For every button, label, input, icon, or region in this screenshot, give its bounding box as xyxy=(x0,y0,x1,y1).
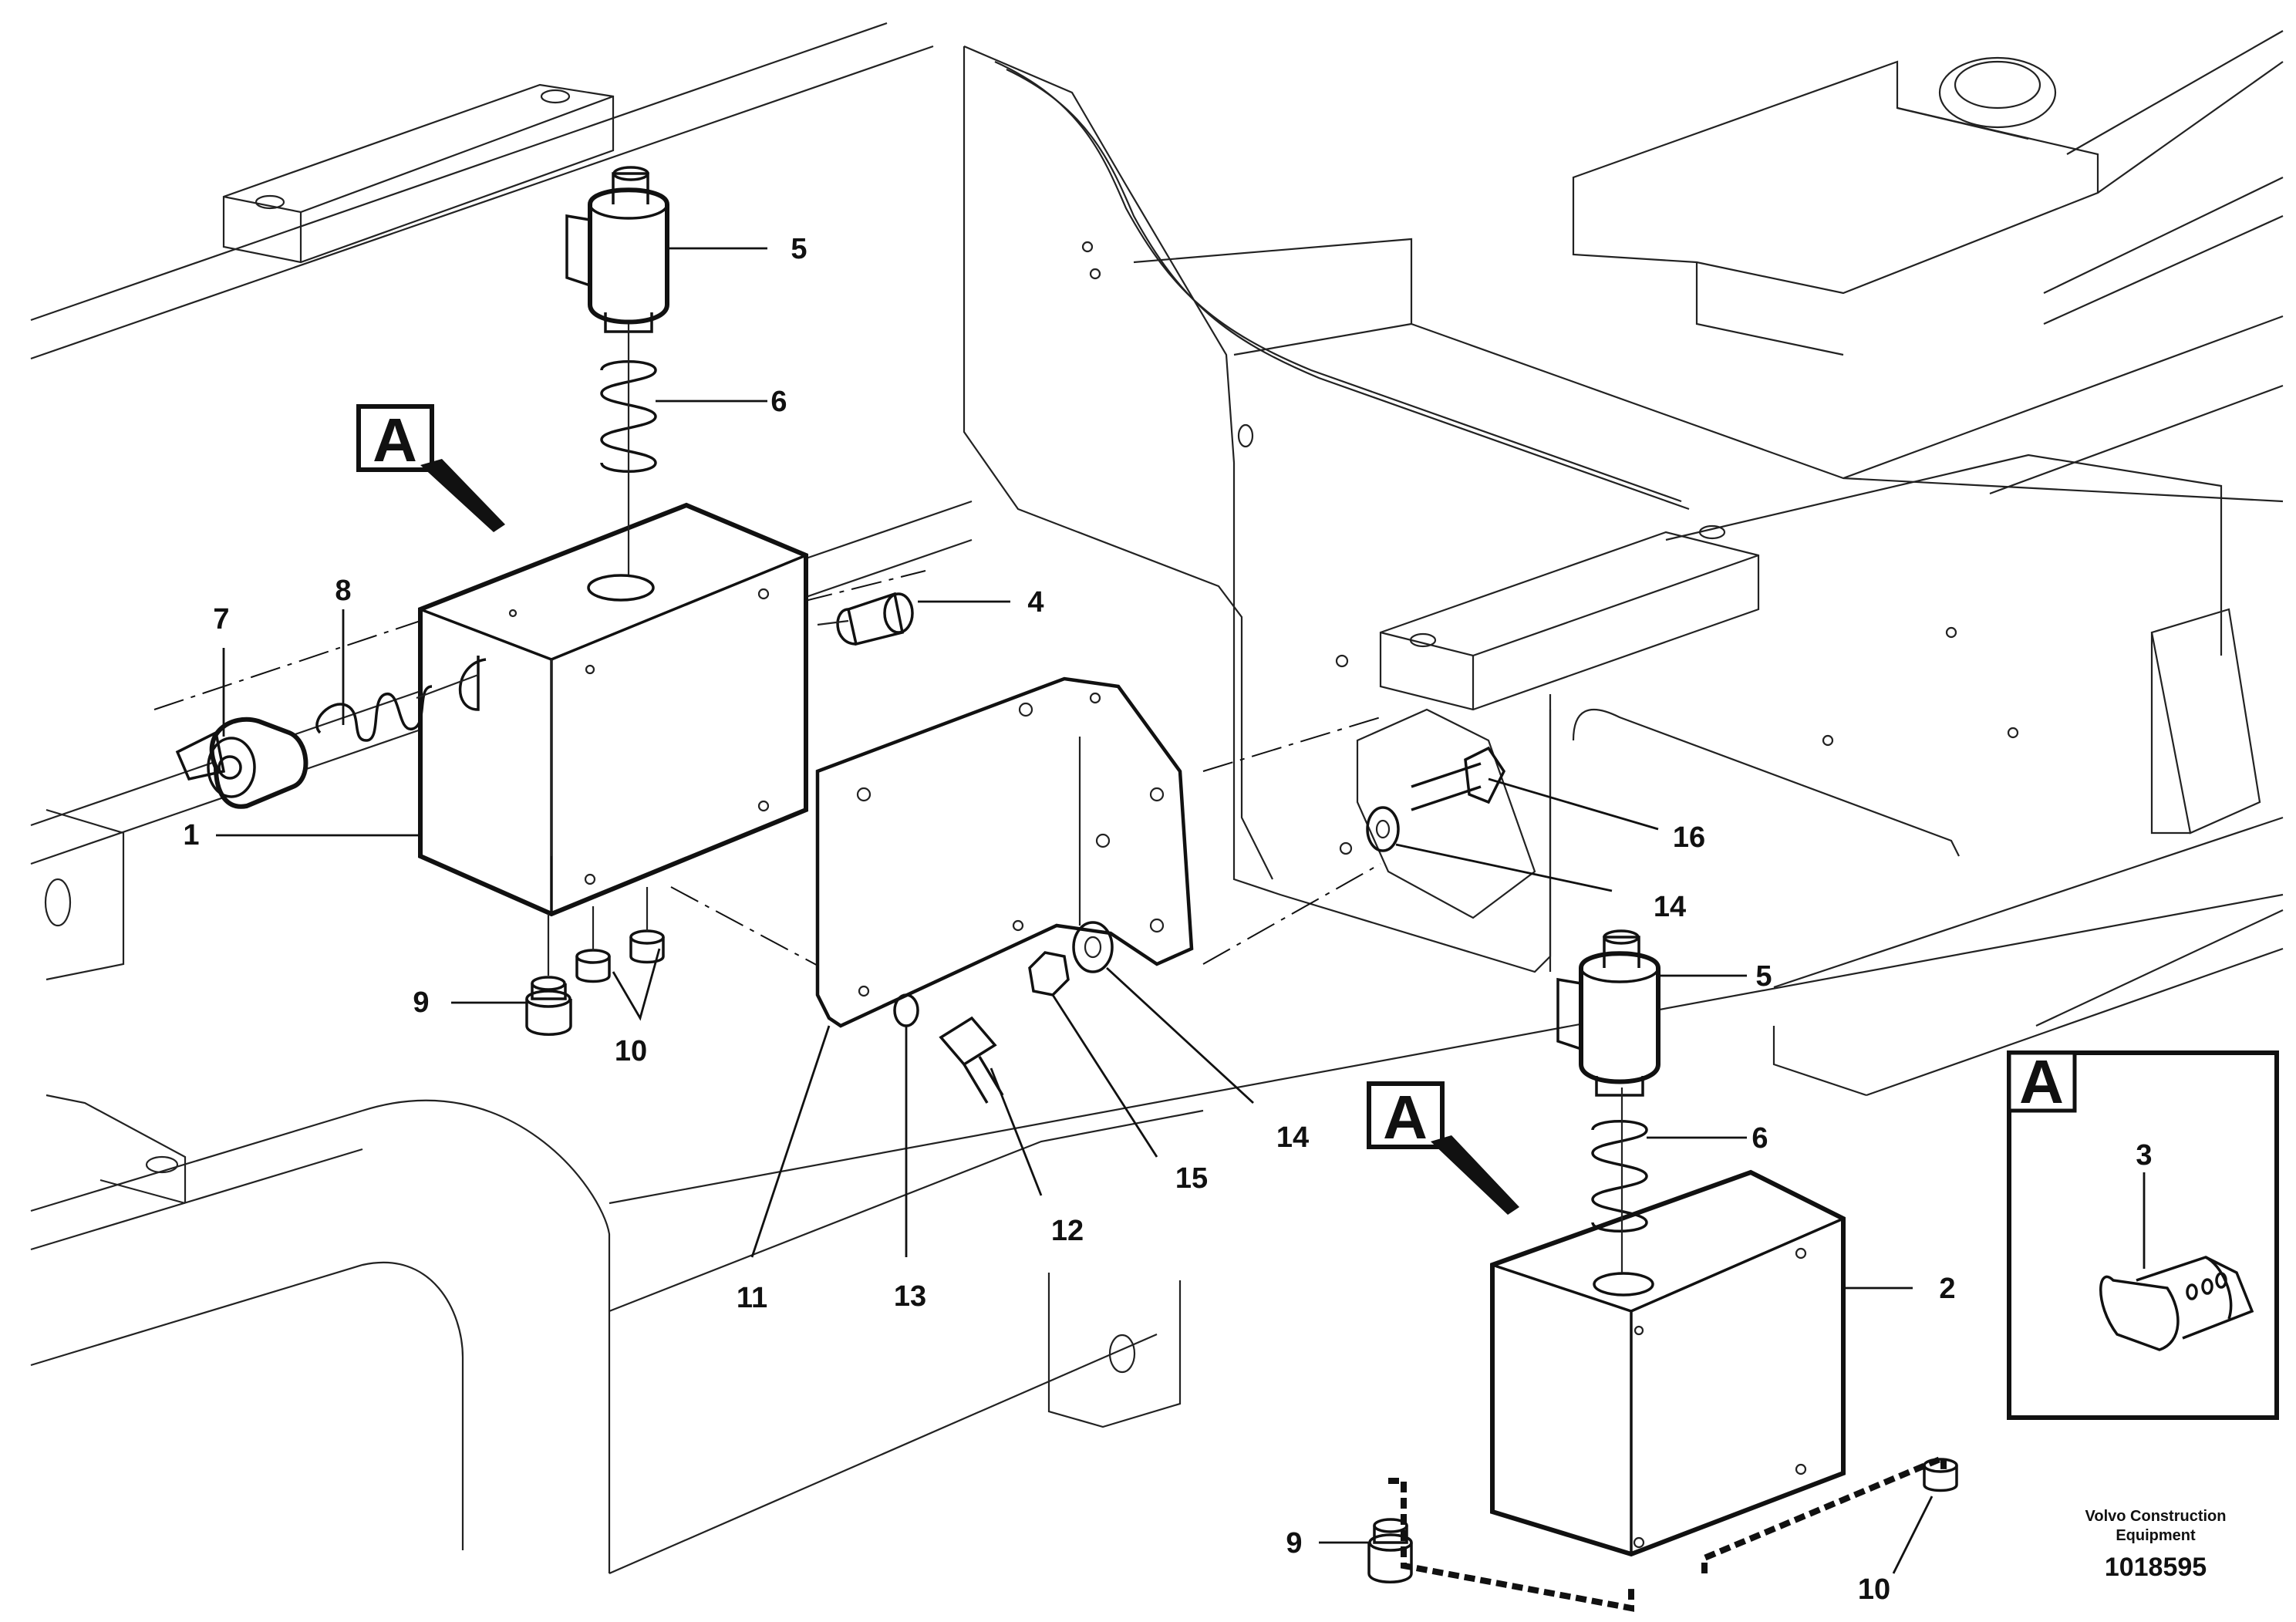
valve-block-2 xyxy=(1490,1169,1846,1557)
item-number-9-left: 9 xyxy=(413,986,429,1019)
credit-line-2: Equipment xyxy=(2116,1527,2196,1544)
valve-block-1 xyxy=(418,502,808,917)
view-callout-main: A xyxy=(356,404,505,532)
callout-label-second: A xyxy=(1383,1083,1428,1152)
detail-view-A: A xyxy=(2007,1047,2279,1420)
item-number-10-bottom: 10 xyxy=(1858,1573,1890,1606)
item-number-10-left: 10 xyxy=(615,1035,647,1067)
item-number-5-bottom: 5 xyxy=(1755,960,1772,993)
credit-line-1: Volvo Construction xyxy=(2085,1508,2227,1525)
detail-box-label: A xyxy=(2019,1047,2064,1116)
relief-cartridge-3 xyxy=(2099,1172,2254,1351)
spring-left xyxy=(315,673,479,742)
item-number-3: 3 xyxy=(2136,1139,2152,1172)
view-callout-second: A xyxy=(1367,1081,1519,1215)
item-number-7: 7 xyxy=(213,603,229,636)
item-number-6-top: 6 xyxy=(770,386,787,418)
item-number-1: 1 xyxy=(183,819,199,851)
spring-top xyxy=(600,324,657,575)
item-number-12: 12 xyxy=(1051,1215,1084,1247)
bracket-plate-11 xyxy=(815,676,1194,1028)
plugs-near-block-2 xyxy=(1367,1458,1958,1583)
item-number-4: 4 xyxy=(1027,586,1043,619)
item-number-9-bottom: 9 xyxy=(1286,1527,1302,1560)
item-number-6-bottom: 6 xyxy=(1752,1122,1768,1155)
drawing-credit: Volvo Construction Equipment 1018595 xyxy=(2085,1508,2227,1582)
dashed-outline-block-2 xyxy=(1388,1452,1947,1612)
fitting-4 xyxy=(817,592,914,646)
fastener-set-frame xyxy=(1356,708,1536,919)
item-number-14-plate: 14 xyxy=(1276,1121,1309,1154)
spring-bottom xyxy=(1591,1088,1648,1273)
item-number-15: 15 xyxy=(1175,1162,1208,1195)
solenoid-coil-bottom xyxy=(1556,929,1660,1097)
item-number-14-frame: 14 xyxy=(1654,891,1686,923)
callout-label-main: A xyxy=(373,406,417,474)
machine-frame-background xyxy=(30,22,2284,1575)
item-number-11: 11 xyxy=(737,1282,767,1314)
drawing-number: 1018595 xyxy=(2105,1553,2207,1582)
item-number-8: 8 xyxy=(335,575,351,607)
item-number-16: 16 xyxy=(1673,821,1705,854)
solenoid-cap-left xyxy=(175,717,308,809)
item-number-2: 2 xyxy=(1939,1273,1955,1305)
solenoid-coil-top xyxy=(565,166,669,333)
plugs-under-block-1 xyxy=(525,887,665,1036)
leader-lines xyxy=(216,247,1934,1574)
item-number-labels: 5 6 4 7 8 1 9 10 11 13 12 15 14 16 14 5 … xyxy=(183,233,2152,1606)
item-number-5-top: 5 xyxy=(791,233,807,265)
item-number-13: 13 xyxy=(894,1280,926,1313)
